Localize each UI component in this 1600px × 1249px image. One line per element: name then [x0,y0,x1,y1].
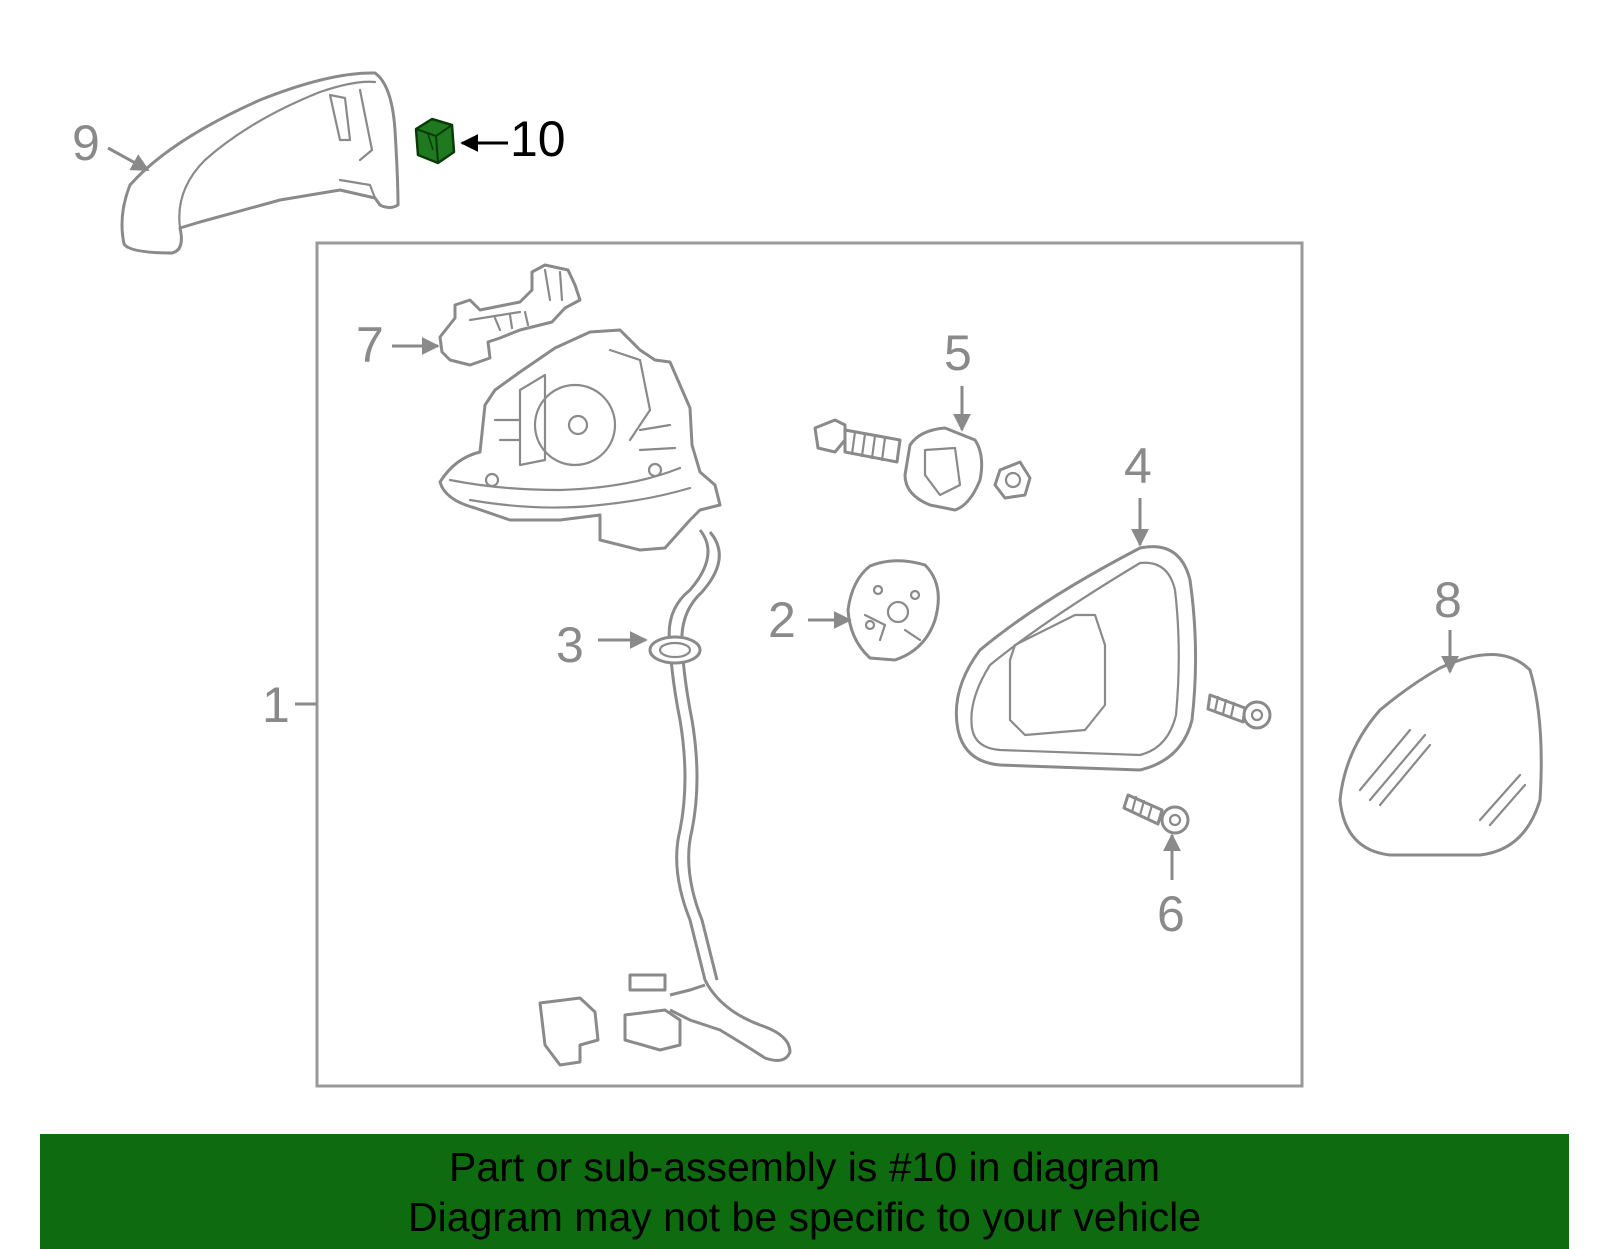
part-3-grommet-harness[interactable] [538,529,792,1067]
part-7-bracket[interactable] [438,263,582,367]
banner-line-disclaimer: Diagram may not be specific to your vehi… [407,1194,1201,1240]
callout-8: 8 [1434,572,1462,628]
callout-10: 10 [510,111,566,167]
part-6-screws[interactable] [1122,693,1272,835]
callout-6: 6 [1157,886,1185,942]
mirror-housing-assembly[interactable] [438,328,722,552]
callout-4: 4 [1124,438,1152,494]
part-5-bracket-bolt-nut[interactable] [813,418,1032,512]
part-2-motor-plate[interactable] [846,559,940,662]
part-10-highlighted-clip[interactable] [414,117,456,165]
part-4-glass-holder[interactable] [954,545,1198,772]
callout-9: 9 [72,115,100,171]
callout-2: 2 [768,592,796,648]
part-8-mirror-glass[interactable] [1338,653,1543,857]
mirror-cover-part[interactable] [120,71,400,255]
banner-line-part: Part or sub-assembly is #10 in diagram [449,1144,1160,1190]
leader-lines [107,134,1459,880]
callout-3: 3 [556,617,584,673]
info-banner: Part or sub-assembly is #10 in diagram D… [40,1134,1569,1249]
callout-5: 5 [944,325,972,381]
callout-1: 1 [262,677,290,733]
callout-7: 7 [356,317,384,373]
assembly-frame [315,241,1304,1088]
